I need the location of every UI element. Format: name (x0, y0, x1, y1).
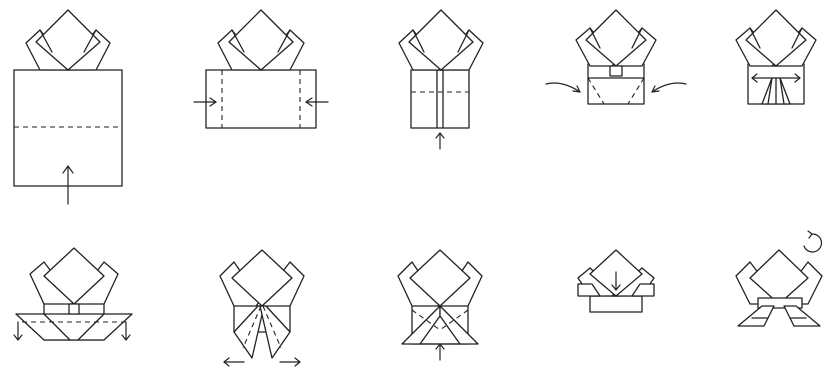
step-2 (194, 10, 328, 128)
step-10-leg-right (784, 306, 820, 326)
step-3-arrow-up (436, 133, 444, 149)
step-6 (14, 248, 132, 340)
step-4-arrow-right-curved (652, 83, 686, 92)
step-7-top-flaps (220, 250, 304, 306)
step-10 (736, 231, 822, 326)
step-1-top-flaps (26, 10, 110, 70)
step-1 (14, 10, 122, 204)
step-6-top-flaps (30, 248, 118, 304)
step-8-top-flaps (398, 250, 482, 306)
step-9-paper-body (590, 296, 642, 312)
step-8-arrow-up (436, 344, 444, 360)
step-7-arrow-left (224, 358, 244, 366)
step-6-bottom-flaps (16, 314, 132, 340)
step-2-top-flaps (218, 10, 304, 70)
step-3-paper-body (411, 70, 469, 128)
step-6-arrow-down-left (14, 322, 22, 340)
step-10-leg-left (738, 306, 774, 326)
step-5 (736, 10, 816, 104)
step-2-arrow-right (194, 98, 216, 106)
step-7 (220, 250, 304, 366)
turn-over-icon (804, 231, 821, 252)
step-5-top-flaps (736, 10, 816, 66)
step-4-arrow-left-curved (546, 83, 580, 92)
step-6-arrow-down-right (122, 322, 130, 340)
step-4-top-flaps (576, 10, 656, 66)
step-2-arrow-left (306, 98, 328, 106)
step-9 (578, 250, 654, 312)
step-3-top-flaps (399, 10, 483, 70)
step-4 (546, 10, 686, 104)
step-8 (398, 250, 482, 360)
step-3 (399, 10, 483, 149)
step-10-top-flaps (736, 250, 822, 304)
step-7-arrow-right (280, 358, 300, 366)
